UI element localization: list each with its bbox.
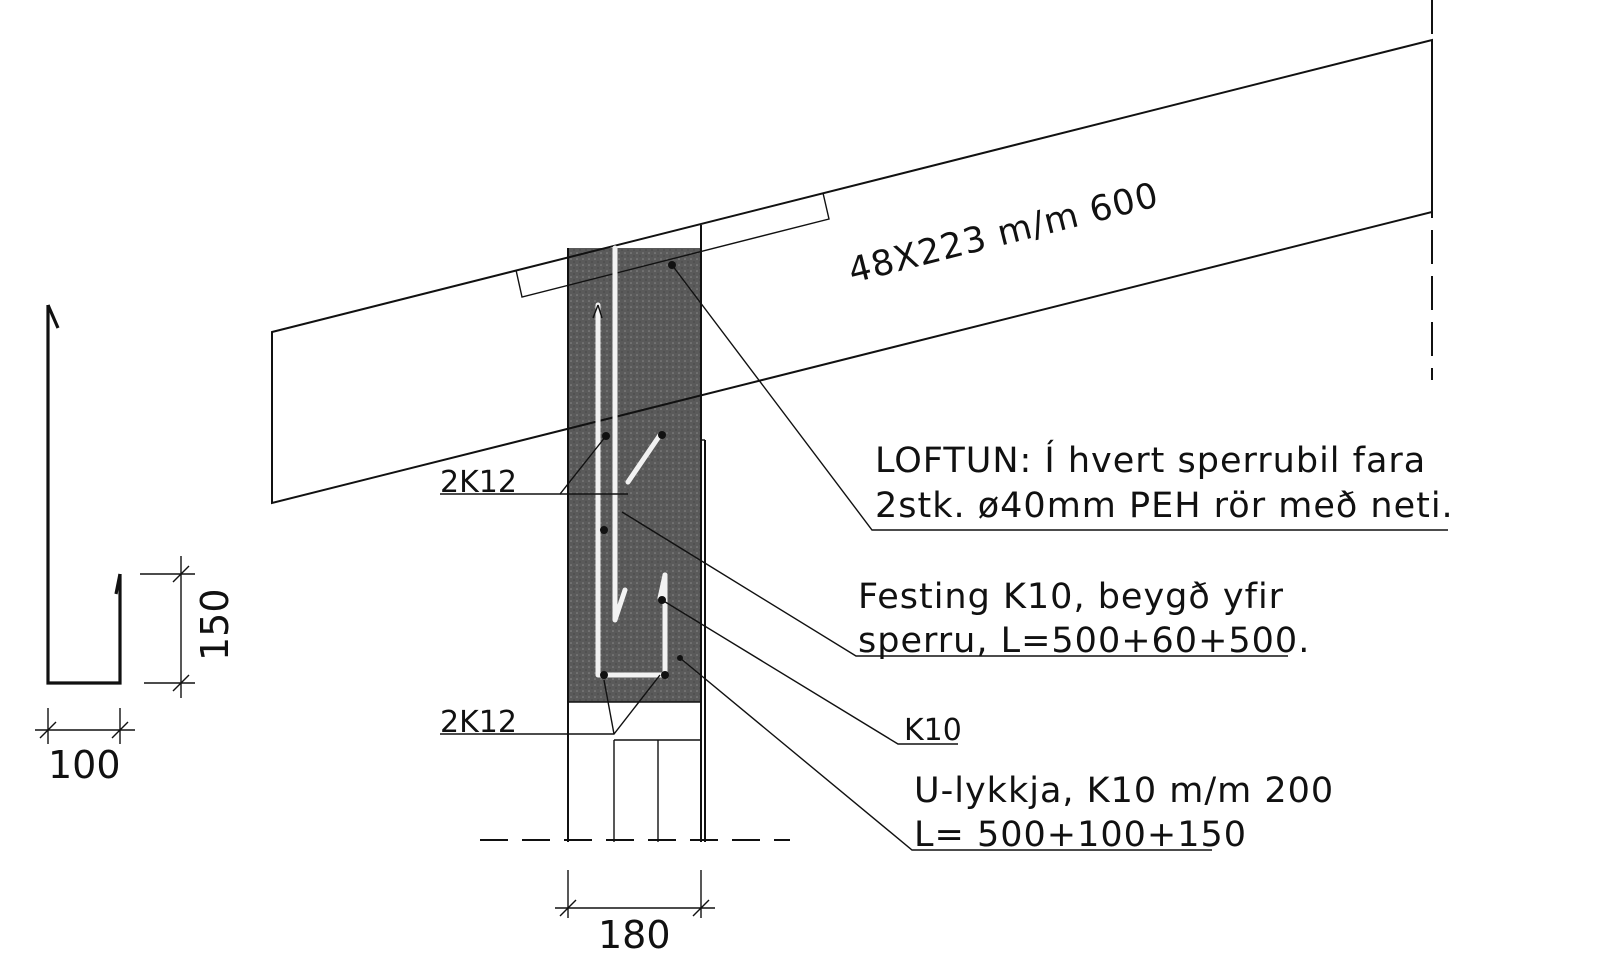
- concrete-wall: [567, 225, 706, 842]
- k10-label: K10: [904, 713, 962, 748]
- u-lykkja-line-2: L= 500+100+150: [914, 815, 1247, 855]
- leader-u-lykkja: [679, 657, 1212, 851]
- leader-loftun: [671, 264, 1448, 531]
- leader-k10: [661, 599, 958, 745]
- rebar-dot-2: [658, 431, 666, 439]
- loftun-line-1: LOFTUN: Í hvert sperrubil fara: [875, 439, 1426, 481]
- rebar-dot-6: [661, 671, 669, 679]
- rebar-dot-5: [600, 671, 608, 679]
- rafter-plate: [515, 192, 830, 298]
- rebar-u-hook: [657, 572, 668, 601]
- u-lykkja-line-1: U-lykkja, K10 m/m 200: [914, 771, 1334, 811]
- festing-line-2: sperru, L=500+60+500.: [858, 621, 1310, 661]
- rebar-top-label: 2K12: [440, 465, 517, 500]
- u-bar-hook-left: [46, 304, 60, 329]
- hh-tick-top: [172, 565, 190, 583]
- hook-width-value: 100: [48, 743, 121, 787]
- hw-tick-right: [111, 721, 129, 739]
- hw-tick-left: [39, 721, 57, 739]
- festing-line-1: Festing K10, beygð yfir: [858, 577, 1284, 617]
- u-bar-shape: [46, 305, 122, 685]
- leader-lines: [440, 264, 1448, 851]
- rebar-u-loop: [595, 302, 668, 678]
- hh-tick-bottom: [172, 674, 190, 692]
- u-bar-hook-right: [114, 573, 122, 595]
- rebar-tip: [592, 304, 603, 319]
- rebar-dot-3: [600, 526, 608, 534]
- rebar-diagonal: [625, 432, 663, 485]
- rafter-spec-label: 48X223 m/m 600: [844, 175, 1163, 291]
- wall-width-value: 180: [598, 913, 671, 957]
- leader-festing: [621, 511, 1288, 657]
- leader-2k12-bottom-b: [603, 679, 615, 735]
- hook-width-dimension: 100: [35, 708, 135, 787]
- hook-height-dimension: 150: [140, 556, 237, 698]
- hook-height-value: 150: [193, 588, 237, 661]
- rebar-festing-left: [612, 245, 628, 623]
- u-bar-detail: [46, 304, 122, 685]
- dim-tick-left: [559, 899, 577, 917]
- rebar-group: [592, 245, 683, 679]
- loftun-line-2: 2stk. ø40mm PEH rör með neti.: [875, 486, 1454, 526]
- rebar-bottom-label: 2K12: [440, 705, 517, 740]
- dim-tick-right: [692, 899, 710, 917]
- block-wall: [568, 701, 701, 842]
- wall-width-dimension: 180: [555, 870, 715, 957]
